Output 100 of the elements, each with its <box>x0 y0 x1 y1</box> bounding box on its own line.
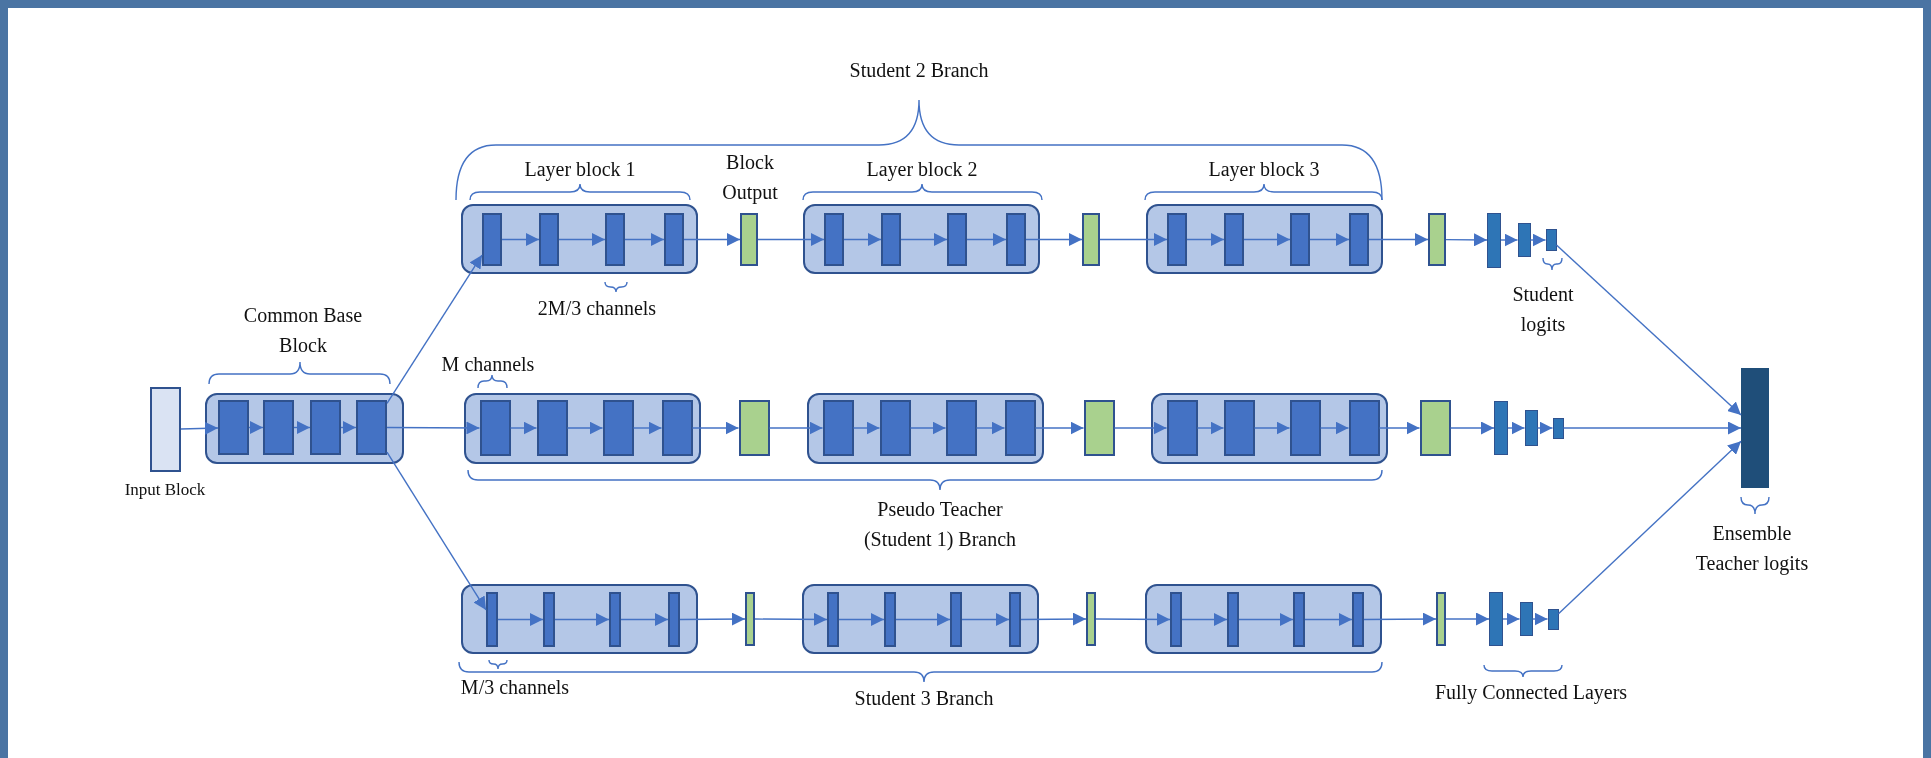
block-caption: Student logits <box>1511 282 1575 338</box>
dense-layer-bar <box>1494 401 1508 455</box>
layer-bar <box>609 592 621 647</box>
layer-bar <box>482 213 502 266</box>
arrow <box>1309 233 1350 246</box>
arrow <box>975 421 1006 435</box>
block-output-bar <box>738 400 770 456</box>
layer-block <box>461 584 698 654</box>
block-output-bar <box>740 213 758 266</box>
layer-bar <box>1349 213 1369 266</box>
dense-layer-bar <box>1489 592 1503 646</box>
layer-bar <box>310 400 341 455</box>
arrow <box>1186 233 1225 246</box>
layer-bar <box>1224 213 1244 266</box>
arrow <box>1502 612 1521 626</box>
layer-bar <box>827 592 839 647</box>
arrow <box>554 613 610 626</box>
arrow <box>683 233 741 246</box>
arrow <box>1445 233 1488 247</box>
arrow <box>386 254 483 404</box>
block-caption: Block Output <box>721 150 779 206</box>
layer-bar <box>536 400 568 456</box>
block-caption: Common Base Block <box>242 303 364 358</box>
layer-bar <box>1290 213 1310 266</box>
arrow <box>691 421 740 435</box>
dense-layer-bar <box>1552 417 1564 439</box>
logits-bar <box>1741 368 1769 488</box>
arrow <box>248 421 264 434</box>
layer-block <box>803 204 1040 274</box>
layer-bar <box>539 213 559 266</box>
arrow <box>961 613 1010 626</box>
block-output-bar <box>1082 213 1100 266</box>
layer-bar <box>668 592 680 647</box>
layer-bar <box>1352 592 1364 647</box>
arrow <box>293 421 311 434</box>
block-caption: Input Block <box>124 479 206 501</box>
layer-bar <box>879 400 911 456</box>
arrow <box>852 421 881 435</box>
arrow <box>1020 612 1087 626</box>
block-output-bar <box>1419 400 1451 456</box>
layer-bar <box>661 400 693 456</box>
block-output-bar <box>1436 592 1446 646</box>
arrow <box>1196 421 1225 435</box>
block-caption: M channels <box>441 352 535 377</box>
arrow <box>624 233 665 246</box>
layer-bar <box>947 213 967 266</box>
arrow <box>1181 613 1228 626</box>
arrow <box>757 233 825 246</box>
layer-bar <box>479 400 511 456</box>
arrow <box>1557 440 1742 615</box>
arrow <box>900 233 948 246</box>
block-output-bar <box>745 592 755 646</box>
arrow <box>1378 421 1421 435</box>
arrow <box>895 613 951 626</box>
layer-bar <box>881 213 901 266</box>
block-output-bar <box>1083 400 1115 456</box>
layer-bar <box>824 213 844 266</box>
arrow <box>1304 613 1353 626</box>
layer-bar <box>218 400 249 455</box>
layer-bar <box>602 400 634 456</box>
arrow <box>1445 612 1490 626</box>
layer-block <box>464 393 701 464</box>
layer-bar <box>822 400 854 456</box>
layer-bar <box>486 592 498 647</box>
layer-bar <box>1348 400 1380 456</box>
arrow <box>566 421 604 435</box>
block-caption: 2M/3 channels <box>537 296 657 321</box>
layer-bar <box>1293 592 1305 647</box>
layer-bar <box>1170 592 1182 647</box>
arrow <box>909 421 947 435</box>
arrow <box>1113 421 1168 435</box>
layer-block <box>807 393 1044 464</box>
layer-block <box>461 204 698 274</box>
layer-bar <box>950 592 962 647</box>
arrow <box>679 612 746 626</box>
arrow <box>632 421 663 435</box>
layer-bar <box>1223 400 1255 456</box>
arrow <box>754 612 828 626</box>
branch-caption: Pseudo Teacher (Student 1) Branch <box>862 497 1018 553</box>
arrow <box>1025 233 1083 246</box>
arrow <box>843 233 882 246</box>
layer-block <box>205 393 404 464</box>
layer-bar <box>1167 213 1187 266</box>
layer-bar <box>356 400 387 455</box>
layer-bar <box>1009 592 1021 647</box>
arrow <box>966 233 1007 246</box>
dense-layer-bar <box>1519 602 1533 636</box>
block-caption: Layer block 1 <box>524 157 636 183</box>
arrow <box>1319 421 1350 435</box>
block-caption: Layer block 2 <box>866 157 978 183</box>
layer-bar <box>263 400 294 455</box>
arrow <box>1536 421 1554 435</box>
layer-bar <box>884 592 896 647</box>
arrow <box>386 451 487 611</box>
block-output-bar <box>1428 213 1446 266</box>
dense-layer-bar <box>1524 410 1538 446</box>
arrow <box>1529 233 1547 247</box>
layer-bar <box>945 400 977 456</box>
layer-block <box>802 584 1039 654</box>
arrow <box>501 233 540 246</box>
